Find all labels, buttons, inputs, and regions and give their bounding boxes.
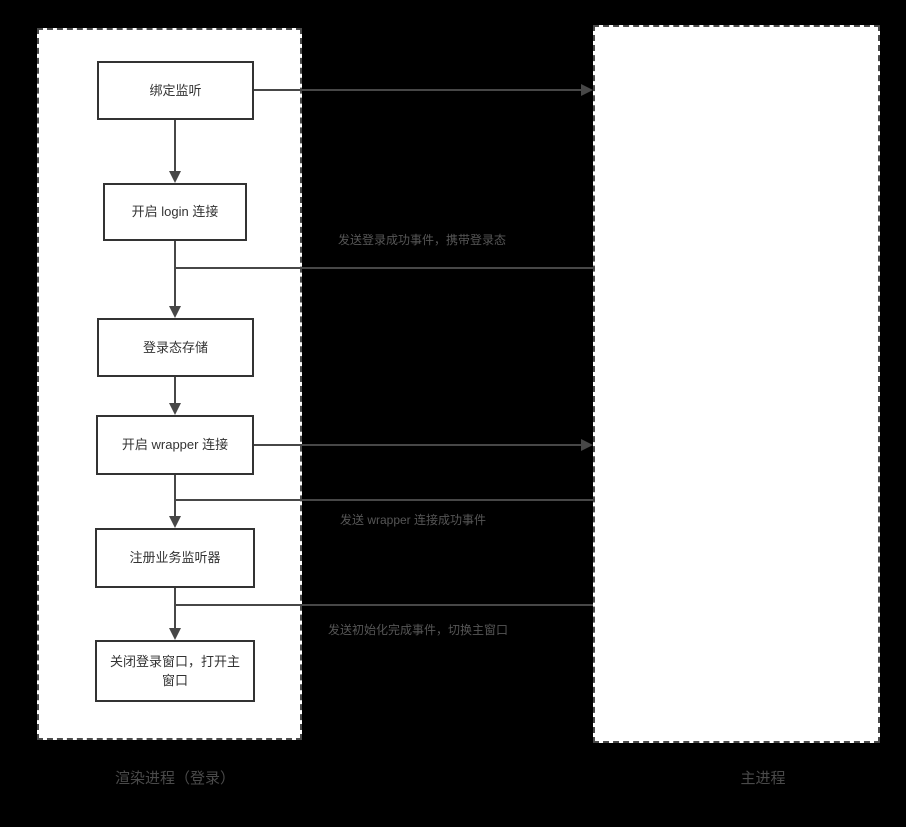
arrowhead-right-bind — [581, 84, 593, 96]
right-lane-container — [593, 25, 880, 743]
left-lane-label: 渲染进程（登录） — [114, 770, 235, 787]
flow-node-bind-listener: 绑定监听 — [97, 61, 254, 120]
message-label-wrapper-success: 发送 wrapper 连接成功事件 — [339, 513, 487, 527]
flow-node-switch-window: 关闭登录窗口，打开主窗口 — [95, 640, 255, 702]
arrowhead-right-wrapper — [581, 439, 593, 451]
flow-node-open-wrapper-conn: 开启 wrapper 连接 — [96, 415, 254, 475]
message-label-login-success: 发送登录成功事件，携带登录态 — [337, 233, 506, 247]
right-lane-label: 主进程 — [740, 770, 786, 787]
message-label-init-done: 发送初始化完成事件，切换主窗口 — [327, 623, 508, 637]
flow-node-store-login-state: 登录态存储 — [97, 318, 254, 377]
flow-node-register-listeners: 注册业务监听器 — [95, 528, 255, 588]
flow-node-open-login-conn: 开启 login 连接 — [103, 183, 247, 241]
left-lane-container — [37, 28, 302, 740]
